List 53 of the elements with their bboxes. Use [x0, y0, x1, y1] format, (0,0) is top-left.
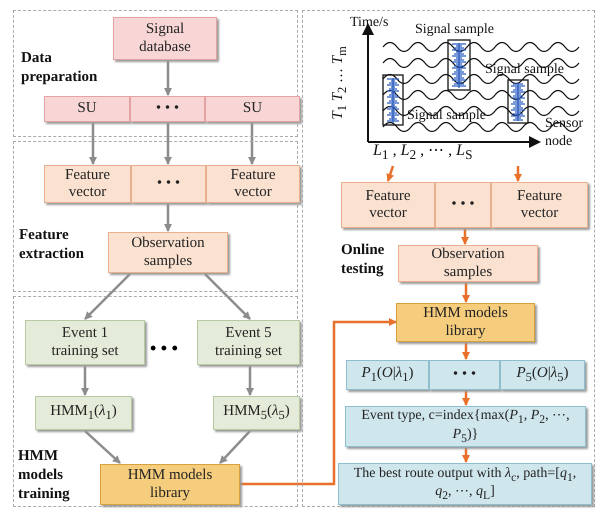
- dashed-panel: [13, 141, 298, 292]
- process-box: Observation samples: [108, 232, 228, 273]
- ellipsis-box: • • •: [429, 360, 500, 390]
- probability-box: P$_{1}$(O|λ$_{1}$): [346, 360, 429, 390]
- process-box: Event 5 training set: [197, 320, 300, 365]
- arrow: [164, 61, 172, 96]
- process-box: SU: [205, 96, 300, 122]
- dashed-panel: [302, 10, 595, 507]
- arrow: [84, 430, 121, 464]
- axis-title: Time/s: [350, 15, 388, 30]
- process-box: Feature vector: [206, 165, 300, 203]
- model-box: HMM$_{1}$(λ$_{1}$): [35, 396, 132, 430]
- arrow: [514, 166, 522, 182]
- arrow: [248, 123, 256, 165]
- arrow: [164, 123, 172, 165]
- library-box: HMM models library: [396, 303, 535, 342]
- section-heading: Data preparation: [21, 49, 98, 86]
- process-box: Feature vector: [491, 182, 588, 228]
- axis-title: Sensor node: [545, 115, 584, 150]
- arrow: [462, 391, 470, 406]
- section-heading: Online testing: [341, 241, 386, 278]
- ellipsis-box: • • •: [435, 182, 491, 228]
- arrow: [81, 366, 89, 396]
- plot-label: Signal sample: [415, 22, 494, 38]
- database-box: Signal database: [113, 17, 217, 60]
- arrow: [246, 366, 254, 396]
- process-box: Observation samples: [398, 245, 538, 282]
- arrow: [89, 123, 97, 165]
- probability-box: P$_{5}$(O|λ$_{5}$): [500, 360, 585, 390]
- arrow: [164, 204, 172, 232]
- dashed-panel: [13, 296, 298, 507]
- arrow: [462, 283, 470, 303]
- tick-labels: L$_{1}$ , L$_{2}$ , ⋯ , L$_{S}$: [373, 142, 472, 163]
- section-heading: HMM models training: [18, 447, 71, 504]
- library-box: HMM models library: [100, 464, 240, 505]
- dashed-panel: [13, 10, 298, 137]
- arrow: [219, 430, 251, 464]
- result-box: The best route output with λ$_{c}$, path=[q$_{1}$, q$_{2}$, ⋯, q$_{L}$]: [338, 463, 592, 505]
- model-box: HMM$_{5}$(λ$_{5}$): [213, 396, 300, 430]
- ellipsis-box: • • •: [131, 165, 206, 203]
- process-box: SU: [44, 96, 130, 122]
- result-box: Event type, c=index{max(P$_{1}$, P$_{2}$, ⋯, P$_{5}$)}: [345, 406, 586, 447]
- arrow: [462, 343, 470, 360]
- ellipsis-box: • • •: [130, 96, 205, 122]
- arrow: [240, 318, 397, 486]
- arrow: [386, 166, 394, 182]
- section-heading: Feature extraction: [19, 226, 85, 264]
- arrow: [462, 448, 470, 463]
- ellipsis-text: • • •: [150, 338, 178, 359]
- arrow: [461, 229, 469, 245]
- process-box: Event 1 training set: [25, 320, 145, 365]
- process-box: Feature vector: [44, 165, 131, 203]
- process-box: Feature vector: [341, 182, 435, 228]
